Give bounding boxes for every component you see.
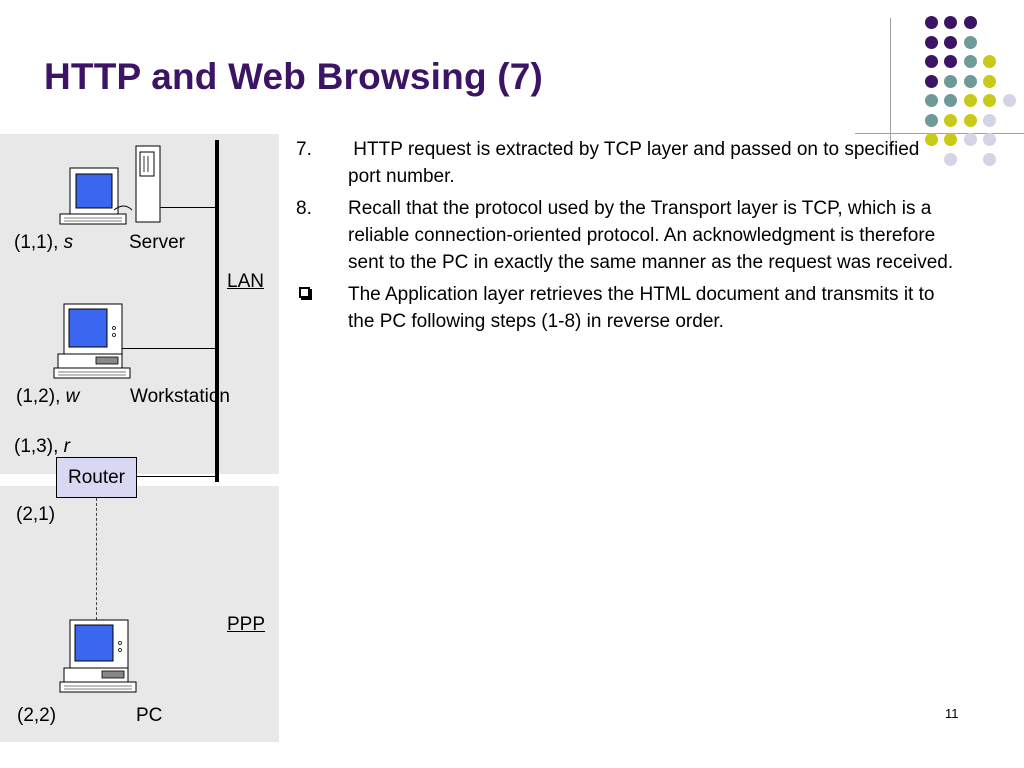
decor-dot bbox=[983, 55, 996, 68]
decor-dot bbox=[983, 133, 996, 146]
router-link-line bbox=[137, 476, 217, 477]
ppp-dashed-link bbox=[96, 498, 97, 620]
decor-dot bbox=[944, 16, 957, 29]
decor-dot bbox=[983, 113, 996, 127]
router-box: Router bbox=[56, 457, 137, 498]
server-address-label: (1,1), s bbox=[14, 232, 74, 253]
decor-dot bbox=[963, 35, 977, 49]
workstation-computer-icon bbox=[53, 303, 131, 379]
list-item: 7. HTTP request is extracted by TCP laye… bbox=[296, 136, 956, 190]
list-item-text: The Application layer retrieves the HTML… bbox=[348, 284, 935, 332]
decor-dot bbox=[983, 74, 996, 88]
decor-dot bbox=[924, 133, 938, 146]
page-number: 11 bbox=[945, 706, 959, 721]
router-lan-address-label: (1,3), r bbox=[14, 436, 70, 457]
list-item: The Application layer retrieves the HTML… bbox=[296, 281, 956, 335]
lan-backbone-line bbox=[215, 140, 219, 482]
decor-dot bbox=[924, 55, 938, 68]
pc-computer-icon bbox=[59, 619, 137, 693]
workstation-link-line bbox=[120, 348, 216, 349]
pc-address-label: (2,2) bbox=[17, 705, 57, 726]
pc-label: PC bbox=[136, 705, 163, 726]
decor-dot bbox=[963, 133, 977, 146]
decor-dot bbox=[983, 152, 996, 166]
decor-dot bbox=[963, 16, 977, 29]
decor-vertical-rule bbox=[890, 18, 891, 152]
router-ppp-address-label: (2,1) bbox=[16, 504, 56, 525]
server-link-line bbox=[160, 207, 216, 208]
ppp-panel bbox=[0, 486, 279, 742]
decor-dot bbox=[963, 113, 977, 127]
list-item: 8. Recall that the protocol used by the … bbox=[296, 195, 956, 276]
workstation-address-label: (1,2), w bbox=[16, 386, 80, 407]
decor-dot bbox=[944, 35, 957, 49]
list-item-number: 8. bbox=[296, 198, 312, 219]
decor-dot bbox=[924, 35, 938, 49]
decor-dot bbox=[924, 74, 938, 88]
server-computer-icon bbox=[59, 145, 161, 225]
content-list: 7. HTTP request is extracted by TCP laye… bbox=[296, 136, 956, 340]
list-item-text: Recall that the protocol used by the Tra… bbox=[348, 198, 954, 273]
decor-dot bbox=[944, 133, 957, 146]
decor-dot bbox=[944, 113, 957, 127]
decor-dot bbox=[924, 94, 938, 107]
decor-dot bbox=[944, 94, 957, 107]
decor-dot bbox=[963, 55, 977, 68]
decor-dot bbox=[944, 152, 957, 166]
list-item-number: 7. bbox=[296, 139, 312, 160]
lan-label: LAN bbox=[227, 271, 264, 292]
checkbox-bullet-icon bbox=[299, 287, 310, 298]
decor-dot bbox=[944, 74, 957, 88]
decor-dot bbox=[924, 16, 938, 29]
server-label: Server bbox=[129, 232, 185, 253]
list-item-text: HTTP request is extracted by TCP layer a… bbox=[348, 139, 925, 187]
decor-dot bbox=[1002, 94, 1016, 107]
decor-dot bbox=[963, 94, 977, 107]
decor-horizontal-rule bbox=[855, 133, 1024, 134]
decor-dot bbox=[983, 94, 996, 107]
ppp-label: PPP bbox=[227, 614, 266, 635]
decor-dot bbox=[963, 74, 977, 88]
decor-dot bbox=[944, 55, 957, 68]
workstation-label: Workstation bbox=[130, 386, 230, 407]
slide-title: HTTP and Web Browsing (7) bbox=[44, 56, 544, 97]
decor-dot bbox=[924, 113, 938, 127]
